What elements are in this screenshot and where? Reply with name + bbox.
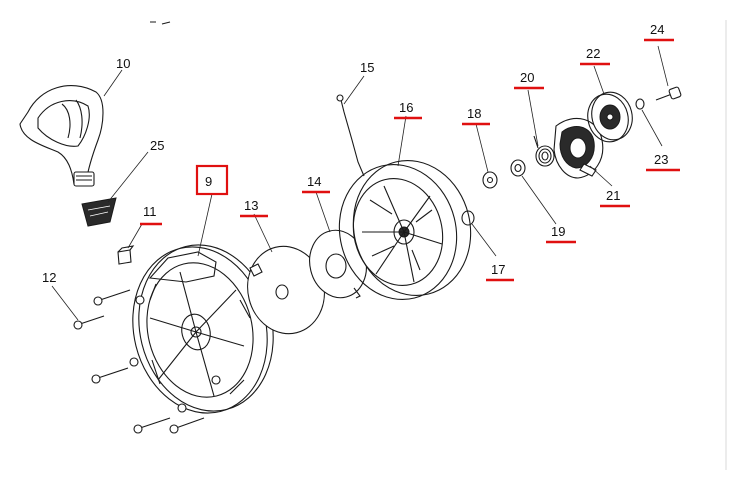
callout-25: 25 — [150, 138, 164, 153]
highlight-box-9 — [195, 164, 229, 196]
callout-17: 17 — [491, 262, 505, 277]
callout-20: 20 — [520, 70, 534, 85]
callout-21: 21 — [606, 188, 620, 203]
callout-labels: 9 10 11 12 13 14 15 16 17 18 19 20 21 22… — [42, 22, 668, 285]
red-highlights — [140, 38, 680, 282]
callout-11: 11 — [143, 204, 157, 219]
callout-22: 22 — [586, 46, 600, 61]
callout-18: 18 — [467, 106, 481, 121]
part-22-disc — [587, 91, 633, 143]
part-20-spring — [533, 135, 555, 167]
part-19-nut — [510, 159, 526, 177]
part-16-pulley — [338, 159, 472, 301]
callout-9: 9 — [205, 174, 212, 189]
part-12-screws — [73, 289, 205, 434]
callout-10: 10 — [116, 56, 130, 71]
callout-23: 23 — [654, 152, 668, 167]
part-21-cover — [553, 117, 604, 179]
part-24-bolt — [655, 86, 682, 101]
part-18-washer — [482, 171, 498, 189]
part-17-circlip — [461, 210, 475, 226]
callout-12: 12 — [42, 270, 56, 285]
callout-24: 24 — [650, 22, 664, 37]
callout-14: 14 — [307, 174, 321, 189]
top-marks — [150, 21, 171, 25]
callout-13: 13 — [244, 198, 258, 213]
part-11-cap — [117, 245, 135, 265]
part-25-clip — [81, 197, 117, 227]
leader-lines — [51, 45, 669, 321]
callout-19: 19 — [551, 224, 565, 239]
part-10-handle — [19, 85, 104, 187]
part-15-cord — [336, 94, 365, 177]
callout-16: 16 — [399, 100, 413, 115]
part-23-washer — [635, 98, 645, 110]
callout-15: 15 — [360, 60, 374, 75]
